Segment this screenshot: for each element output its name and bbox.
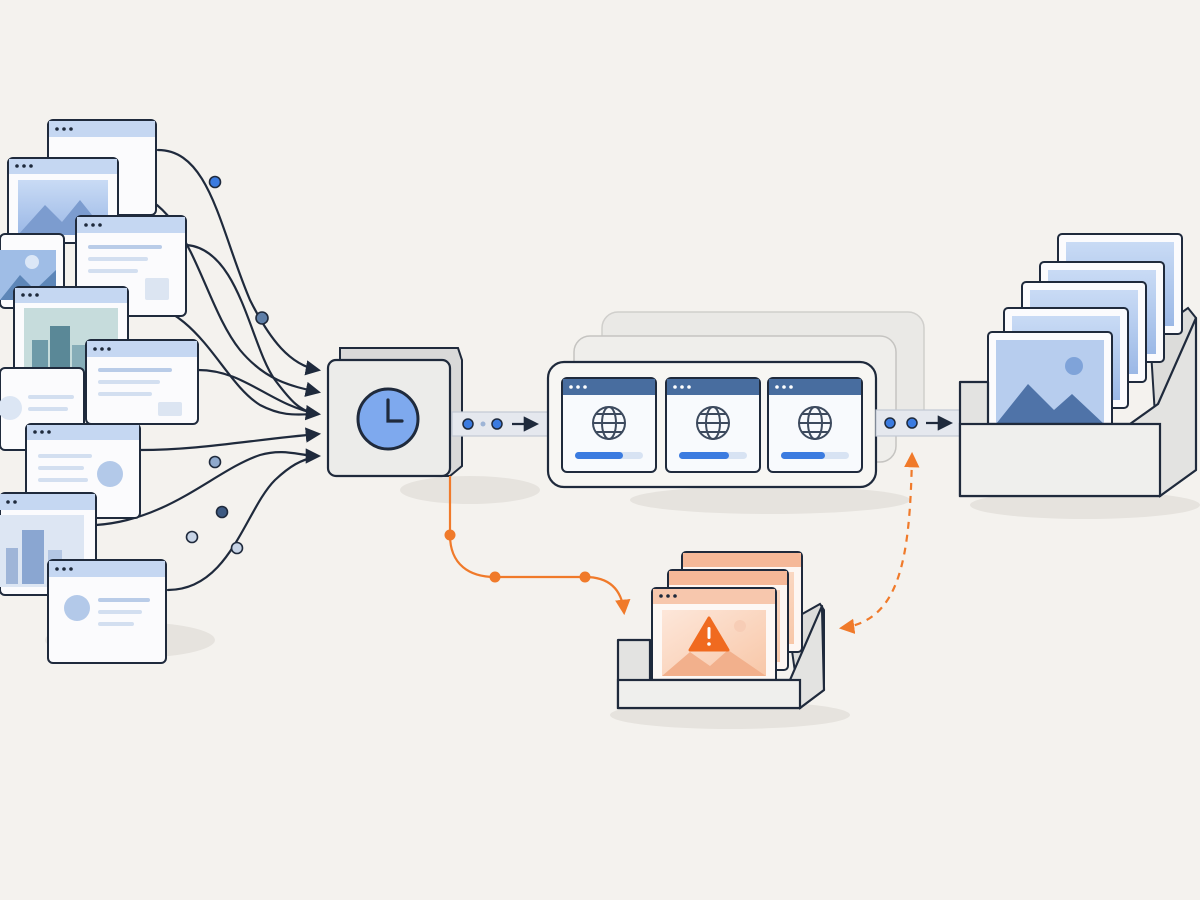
worker-tile xyxy=(767,377,863,473)
error-bin xyxy=(610,551,850,729)
globe-icon xyxy=(592,406,626,440)
edge-source-7 xyxy=(94,448,322,527)
worker-progress-fill xyxy=(679,452,729,459)
building-icon xyxy=(6,548,18,584)
globe-icon xyxy=(798,406,832,440)
screenshot-bin xyxy=(958,233,1200,519)
workers-to-bin-connector xyxy=(875,409,963,437)
screenshot-card xyxy=(987,331,1113,437)
source-page-window xyxy=(47,559,167,664)
worker-progress-fill xyxy=(781,452,825,459)
scheduler-shadow xyxy=(400,476,540,504)
sun-icon xyxy=(1065,357,1083,375)
warning-icon xyxy=(688,616,730,652)
screenshot-bin-shadow xyxy=(970,491,1200,519)
edge-node xyxy=(255,311,269,325)
building-icon xyxy=(32,340,48,374)
edge-source-6 xyxy=(138,427,322,452)
input-edge-nodes xyxy=(185,175,269,555)
worker-progress-fill xyxy=(575,452,623,459)
error-edge-node xyxy=(444,529,456,541)
edge-source-5 xyxy=(196,368,320,416)
edge-source-1 xyxy=(156,148,322,376)
worker-tile xyxy=(665,377,761,473)
workers-shadow xyxy=(630,486,910,514)
building-icon xyxy=(50,326,70,374)
scheduler-node xyxy=(326,347,540,504)
building-icon xyxy=(22,530,44,584)
edge-error-retry xyxy=(838,451,920,634)
worker-tile xyxy=(561,377,657,473)
edge-node xyxy=(208,175,222,189)
error-edge-node xyxy=(579,571,591,583)
avatar-icon xyxy=(64,595,90,621)
source-page-window xyxy=(85,339,199,425)
mountain-icon xyxy=(996,384,1104,424)
edge-node xyxy=(208,455,222,469)
clock-icon xyxy=(356,387,420,451)
globe-icon xyxy=(696,406,730,440)
error-path xyxy=(444,476,631,616)
scheduler-to-workers-connector xyxy=(451,411,549,437)
browser-workers xyxy=(546,311,925,514)
mountain-icon xyxy=(662,650,766,676)
edge-node xyxy=(215,505,229,519)
edge-source-8 xyxy=(166,454,320,592)
error-edge-node xyxy=(489,571,501,583)
edge-node xyxy=(185,530,199,544)
edge-node xyxy=(230,541,244,555)
edge-source-2 xyxy=(118,188,322,397)
edge-source-3 xyxy=(185,243,322,421)
source-pages xyxy=(0,119,215,664)
error-card xyxy=(651,587,777,685)
